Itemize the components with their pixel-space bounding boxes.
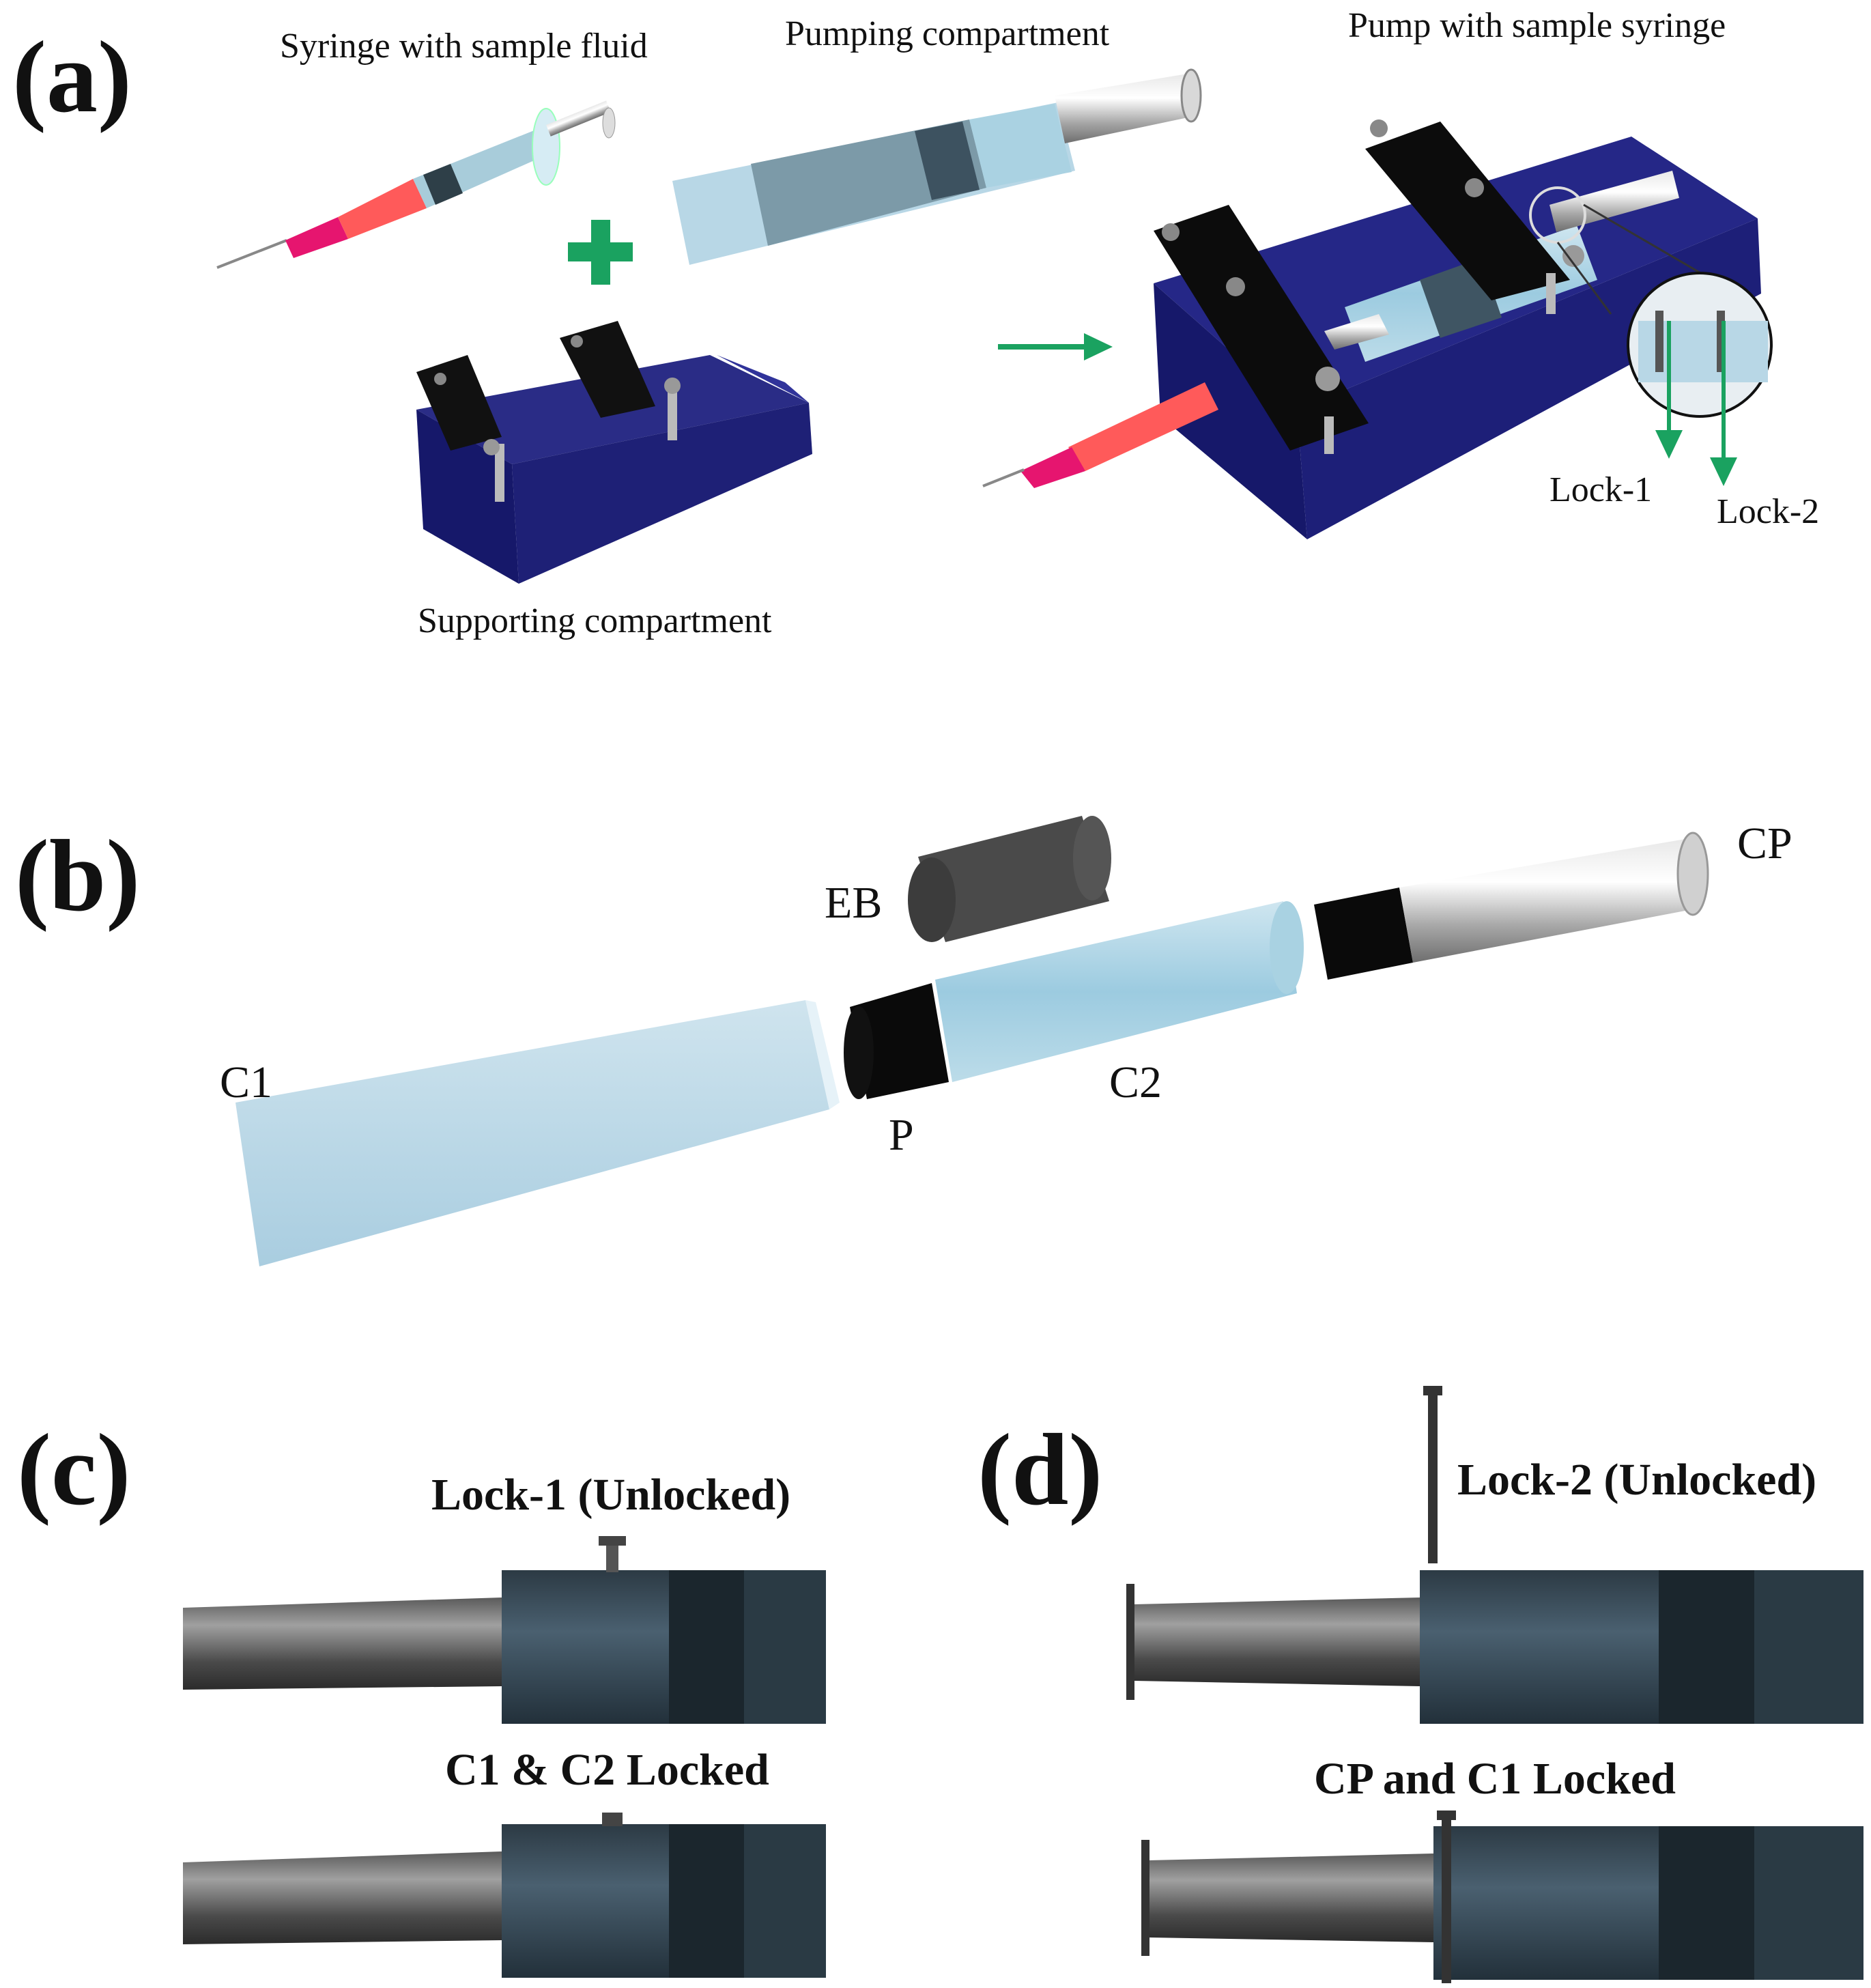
cp-label: CP (1737, 819, 1793, 868)
c1-c2-locked-label: C1 & C2 Locked (445, 1745, 769, 1795)
c2-tube (935, 901, 1304, 1082)
supporting-compartment (416, 321, 812, 584)
plunger-p (844, 983, 949, 1099)
lock1-label: Lock-1 (1549, 470, 1653, 509)
lock1-unlocked-label: Lock-1 (Unlocked) (431, 1470, 791, 1520)
syringe-label: Syringe with sample fluid (280, 27, 648, 66)
assembly-arrow-icon (998, 333, 1113, 360)
panel-d-unlocked-assembly (1126, 1386, 1863, 1724)
panel-label-a: (a) (12, 20, 132, 134)
c2-label: C2 (1109, 1057, 1162, 1107)
panel-label-b: (b) (15, 819, 141, 933)
c1-label: C1 (220, 1057, 273, 1107)
lock2-label: Lock-2 (1717, 492, 1820, 531)
cp-c1-locked-label: CP and C1 Locked (1314, 1754, 1676, 1804)
panel-label-c: (c) (17, 1413, 131, 1526)
panel-c-locked-assembly (183, 1813, 826, 1978)
eb-label: EB (825, 878, 883, 928)
cp-plunger (1314, 832, 1709, 980)
plus-icon (568, 220, 633, 285)
pumping-compartment (672, 68, 1202, 265)
panel-d-locked-assembly (1141, 1810, 1863, 1983)
panel-label-d: (d) (977, 1413, 1103, 1526)
panel-c-unlocked-assembly (183, 1536, 826, 1724)
lock2-unlocked-label: Lock-2 (Unlocked) (1457, 1455, 1817, 1505)
sample-syringe (216, 100, 616, 269)
p-label: P (889, 1110, 914, 1160)
eb-block (908, 816, 1111, 942)
assembled-pump (982, 119, 1773, 539)
pumping-compartment-label: Pumping compartment (785, 14, 1110, 53)
pump-with-syringe-label: Pump with sample syringe (1348, 6, 1726, 45)
supporting-compartment-label: Supporting compartment (418, 601, 772, 640)
c1-tube (235, 1000, 840, 1266)
